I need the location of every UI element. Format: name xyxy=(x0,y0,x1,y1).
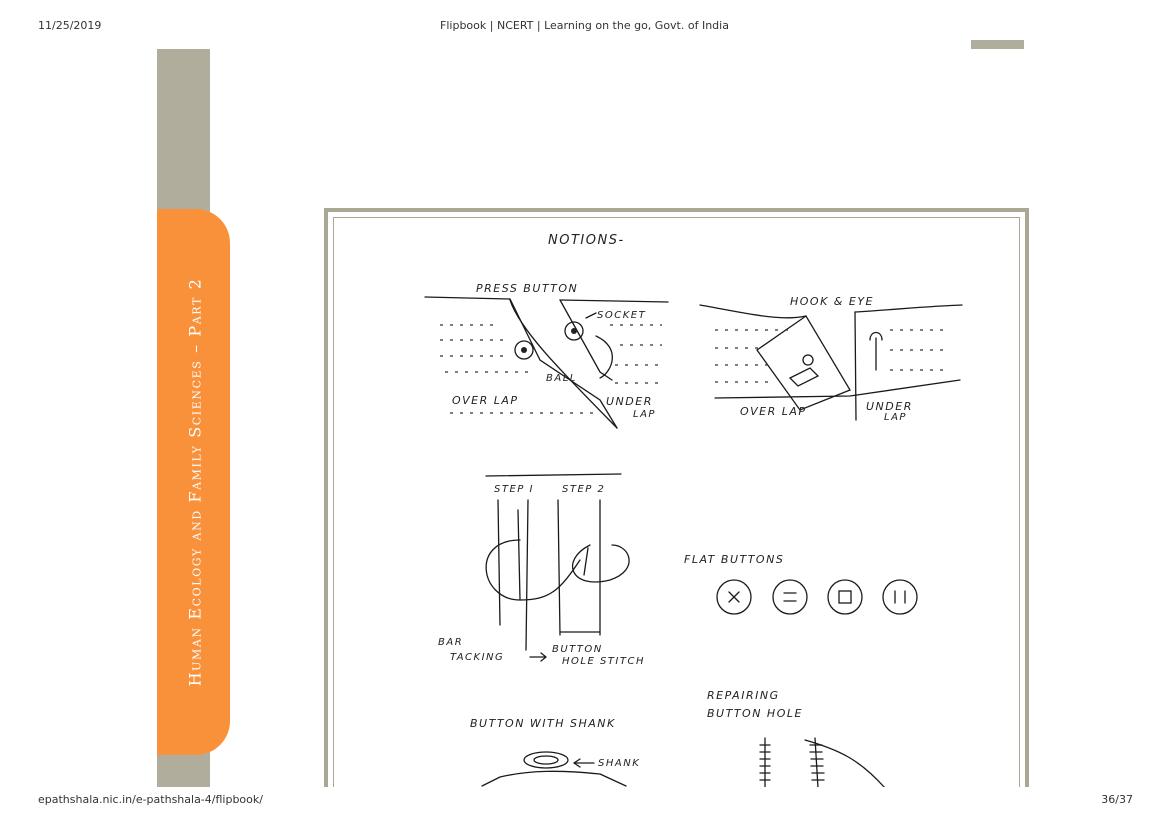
shank-button-inner xyxy=(533,755,559,765)
thread-loop-2 xyxy=(572,544,630,583)
repairing-line2: BUTTON HOLE xyxy=(707,707,803,720)
print-url: epathshala.nic.in/e-pathshala-4/flipbook… xyxy=(38,793,263,806)
hook-shape xyxy=(788,367,820,387)
hook-eye-bottom-line xyxy=(714,379,961,399)
step2-strip xyxy=(557,499,601,636)
hook-eye-divider xyxy=(854,311,857,421)
print-footer: epathshala.nic.in/e-pathshala-4/flipbook… xyxy=(0,793,1169,809)
thread-loop-1 xyxy=(485,539,581,601)
press-button-flap xyxy=(509,299,618,429)
press-button-left-outline xyxy=(424,296,618,429)
parallel-stitch xyxy=(783,592,797,602)
hook-lap-label: LAP xyxy=(884,412,907,423)
ball-button xyxy=(514,340,534,360)
print-date: 11/25/2019 xyxy=(38,19,102,32)
figure-inner-border xyxy=(333,217,1020,808)
shank-title: BUTTON WITH SHANK xyxy=(470,717,616,730)
socket-label: SOCKET xyxy=(597,310,646,321)
page-number: 36/37 xyxy=(1101,793,1133,806)
shank-fabric xyxy=(481,770,627,787)
step2-stitch xyxy=(583,547,589,576)
page-bottom-margin xyxy=(0,787,1169,826)
ball-label: BALL xyxy=(546,373,577,384)
socket-button xyxy=(564,321,584,341)
flat-button-cross xyxy=(716,579,752,615)
eye-shape xyxy=(869,331,883,371)
hook-loop xyxy=(802,354,814,366)
hook-eye-top-right xyxy=(854,304,963,313)
corner-bar xyxy=(971,40,1024,49)
flat-buttons-title: FLAT BUTTONS xyxy=(684,553,784,566)
socket-arrow xyxy=(585,312,597,319)
hook-overlap-label: OVER LAP xyxy=(740,405,807,418)
hook-eye-diagram: HOOK & EYE OVER LAP UNDER LAP xyxy=(699,295,963,423)
step1-strip xyxy=(497,499,529,651)
step1-label: STEP I xyxy=(494,484,534,495)
arrow-icon xyxy=(529,652,548,662)
needle-thread xyxy=(804,739,886,789)
print-header: 11/25/2019 Flipbook | NCERT | Learning o… xyxy=(0,19,1169,35)
print-title: Flipbook | NCERT | Learning on the go, G… xyxy=(440,19,729,32)
press-button-top-edge xyxy=(559,299,669,303)
repairing-line1: REPAIRING xyxy=(707,689,780,702)
hook-eye-top-left xyxy=(699,304,807,319)
shank-label: SHANK xyxy=(598,758,640,769)
press-under-label: UNDER xyxy=(606,395,653,408)
flat-button-parallel xyxy=(772,579,808,615)
hole-stitch-label: HOLE STITCH xyxy=(562,656,645,667)
button-shank-diagram: BUTTON WITH SHANK SHANK xyxy=(470,717,640,787)
step2-label: STEP 2 xyxy=(562,484,605,495)
press-button-curve xyxy=(595,335,613,379)
repair-stitches-2 xyxy=(809,744,825,781)
hook-eye-flap xyxy=(756,315,851,411)
button-label: BUTTON xyxy=(552,644,603,655)
button-hole-diagram: STEP I STEP 2 BAR TACKING BUTTON HOLE ST… xyxy=(438,473,645,667)
bar-label: BAR xyxy=(438,637,463,648)
vertical-stitch xyxy=(894,590,906,604)
tacking-label: TACKING xyxy=(450,652,504,663)
step1-slit xyxy=(517,509,521,601)
press-lap-label: LAP xyxy=(633,409,656,420)
socket-center xyxy=(571,328,577,334)
press-overlap-label: OVER LAP xyxy=(452,394,519,407)
hook-eye-title: HOOK & EYE xyxy=(790,295,874,308)
square-stitch xyxy=(838,590,852,604)
hook-under-label: UNDER xyxy=(866,400,913,413)
ball-center xyxy=(521,347,527,353)
spine-tab xyxy=(157,209,230,755)
flat-button-square xyxy=(827,579,863,615)
repair-stitches-1 xyxy=(759,744,771,781)
flat-button-vertical xyxy=(882,579,918,615)
shank-button xyxy=(523,751,569,769)
press-button-diagram: PRESS BUTTON SOCKET BALL OVER LAP UNDER … xyxy=(424,282,669,429)
steps-top-line xyxy=(485,473,622,477)
repairing-button-hole-diagram: REPAIRING BUTTON HOLE xyxy=(707,689,886,789)
figure-heading: NOTIONS- xyxy=(548,233,625,248)
flat-buttons-diagram: FLAT BUTTONS xyxy=(684,553,918,615)
press-button-title: PRESS BUTTON xyxy=(476,282,578,295)
press-button-right-flap xyxy=(559,299,613,381)
cross-stitch xyxy=(728,591,740,603)
shank-arrow xyxy=(572,758,595,768)
